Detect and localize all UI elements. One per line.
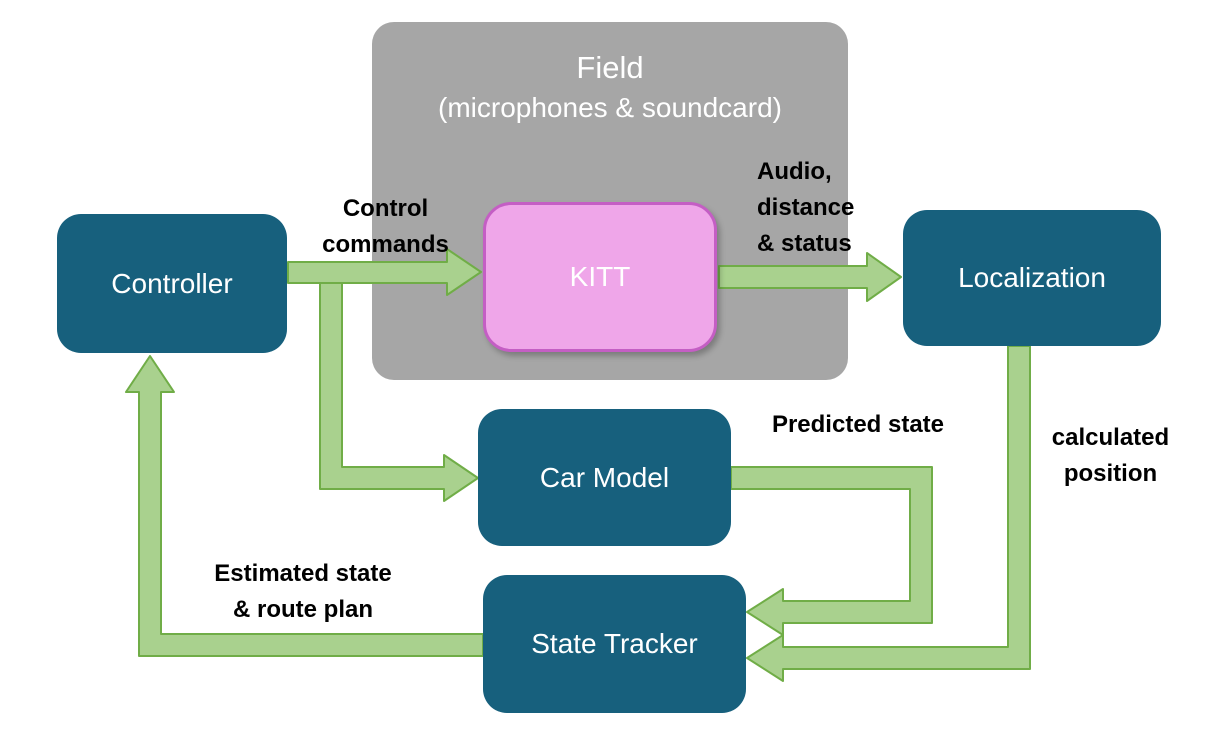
label-estimated-state-route-plan: Estimated state & route plan (214, 560, 392, 623)
label-control-commands: Control commands (322, 195, 449, 258)
controller-label: Controller (111, 267, 233, 299)
node-state-tracker: State Tracker (483, 575, 746, 713)
arrow-localization-to-state-tracker (746, 345, 1031, 682)
label-predicted-state: Predicted state (771, 411, 945, 438)
node-controller: Controller (57, 214, 287, 353)
label-calculated-position: calculated position (1051, 424, 1170, 487)
car-model-label: Car Model (539, 461, 670, 493)
arrow-state-tracker-to-controller (125, 355, 484, 657)
arrow-controller-to-car-model (319, 279, 479, 502)
arrow-controller-to-kitt (287, 248, 482, 296)
node-localization: Localization (903, 210, 1161, 346)
arrow-car-model-to-state-tracker (730, 466, 933, 636)
field-title: Field (576, 50, 644, 85)
label-audio-distance-status: Audio, distance & status (757, 158, 855, 257)
field-subtitle: (microphones & soundcard) (438, 92, 782, 123)
arrow-kitt-to-localization (718, 252, 902, 302)
state-tracker-label: State Tracker (531, 628, 698, 659)
node-kitt: KITT (483, 202, 717, 352)
kitt-label: KITT (569, 261, 631, 292)
localization-label: Localization (958, 262, 1106, 293)
node-car-model: Car Model (478, 409, 731, 546)
